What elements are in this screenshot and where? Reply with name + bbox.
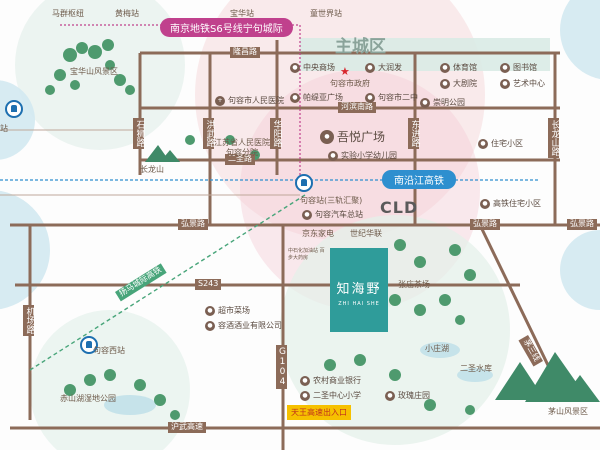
poi-chaoshi: ●超市菜场: [205, 305, 250, 316]
metro-s6-line: [60, 24, 301, 175]
market-icon: ●: [205, 305, 215, 316]
poi-chongming: ●崇明公园: [420, 97, 465, 108]
poi-darunfa: ●大润发: [365, 62, 402, 73]
cld-label: CLD: [380, 198, 419, 217]
poi-gaotie-zhuzhai: ●高铁住宅小区: [480, 198, 541, 209]
bus-icon: ●: [302, 209, 312, 220]
poi-zhongqi: 中石化加油站 百步大药房: [288, 248, 325, 261]
poi-meigui: ●玫瑰庄园: [385, 390, 430, 401]
road-g104: G104: [276, 345, 288, 389]
road-huayang: 华阳路: [270, 118, 282, 149]
baohua-bubble: [15, 0, 185, 150]
label-huangmei: 黄梅站: [115, 9, 139, 18]
road-ersheng: 二圣路: [225, 154, 255, 165]
label-tongshijie: 童世界站: [310, 9, 342, 18]
road-shishi: 石狮路: [133, 118, 145, 149]
poi-tiyuguan: ●体育馆: [440, 62, 477, 73]
road-hongjing-1: 弘景路: [178, 219, 208, 230]
poi-zhuzhai: ●住宅小区: [478, 138, 523, 149]
poi-left-station: 站: [0, 124, 8, 133]
school-icon: ●: [365, 92, 375, 103]
poi-dajuyuan: ●大剧院: [440, 78, 477, 89]
poi-tushuguan: ●图书馆: [500, 62, 537, 73]
poi-maoshan: 茅山风景区: [548, 407, 588, 416]
poi-jurong-west: 句容西站: [93, 346, 125, 355]
residence-icon: ●: [480, 198, 490, 209]
right-blue-bubble: [560, 0, 600, 79]
road-hongwu: 洪武路: [203, 118, 215, 149]
poi-shiyan: ●实验小学幼儿园: [328, 150, 397, 161]
poi-zhongyang: ●中央商场: [290, 62, 335, 73]
poi-jingdong: 京东家电: [302, 229, 334, 238]
poi-yishu: ●艺术中心: [500, 78, 545, 89]
metro-s6-banner: 南京地铁S6号线宁句城际: [160, 18, 293, 37]
supermarket-icon: ●: [365, 62, 375, 73]
poi-chishan: 赤山湖湿地公园: [60, 394, 116, 403]
poi-baohua: 宝华山风景区: [70, 67, 118, 76]
main-city-label: 主城区: [335, 37, 386, 57]
left-station-icon: [5, 100, 23, 118]
library-icon: ●: [500, 62, 510, 73]
garden-icon: ●: [385, 390, 395, 401]
mall-icon: ●: [290, 62, 300, 73]
project-name: 知海野: [336, 282, 382, 297]
road-hongjing-3: 弘景路: [567, 219, 597, 230]
poi-erzhong-xiao: ●二圣中心小学: [300, 390, 361, 401]
left-blue-bubble: [0, 190, 50, 310]
road-hebin: 河滨南路: [338, 102, 376, 113]
plaza-icon: ●: [320, 129, 334, 144]
poi-erzhong-water: 二圣水库: [460, 364, 492, 373]
park-icon: ●: [420, 97, 430, 108]
road-longchang: 隆昌路: [230, 47, 260, 58]
jurong-station-icon: [295, 174, 313, 192]
mountains: [145, 145, 600, 402]
road-hongjing-2: 弘景路: [470, 219, 500, 230]
school-icon: ●: [328, 150, 338, 161]
poi-wuyue: ●吾悦广场: [320, 128, 385, 145]
hsr-banner: 南沿江高铁: [382, 170, 456, 189]
poi-jurong-station: 句容站(三轨汇聚): [300, 196, 363, 205]
poi-zhangmiao: 张庙茶场: [398, 280, 430, 289]
art-icon: ●: [500, 78, 510, 89]
stadium-icon: ●: [440, 62, 450, 73]
theater-icon: ●: [440, 78, 450, 89]
project-zhihaishe[interactable]: 知海野 ZHI HAI SHE: [330, 248, 388, 332]
poi-qiche: ●句容汽车总站: [302, 209, 363, 220]
poi-xiaozhuhu: 小庄湖: [425, 344, 449, 353]
school-icon: ●: [300, 390, 310, 401]
poi-palace: ●帕缇亚广场: [290, 92, 343, 103]
right-blue-bubble-2: [560, 230, 600, 310]
plaza-icon: ●: [290, 92, 300, 103]
poi-hospital1: +句容市人民医院: [215, 95, 284, 106]
bank-icon: ●: [300, 375, 310, 386]
yangma-rail-line: [29, 194, 306, 371]
road-s243: S243: [195, 279, 222, 290]
poi-changlongshan: 长龙山: [140, 165, 164, 174]
residence-icon: ●: [478, 138, 488, 149]
label-baohua-station: 宝华站: [230, 9, 254, 18]
factory-icon: ●: [205, 320, 215, 331]
road-changlongshan: 长龙山路: [548, 118, 560, 158]
poi-gov: 句容市政府: [330, 79, 370, 88]
gov-star-icon: ★: [340, 65, 350, 78]
hospital-icon: +: [215, 95, 225, 106]
poi-shiji: 世纪华联: [350, 229, 382, 238]
poi-rongjiu: ●容酒酒业有限公司: [205, 320, 282, 331]
label-maqun: 马群枢纽: [52, 9, 84, 18]
road-jichang: 机场路: [23, 305, 35, 336]
poi-hospital2: 江苏省人民医院 句容分院: [214, 138, 270, 157]
road-huwu: 沪武高速: [168, 422, 206, 433]
road-dongjin: 东进路: [408, 118, 420, 149]
project-pinyin: ZHI HAI SHE: [338, 301, 380, 307]
tree-clusters: [45, 39, 476, 420]
expressway-exit-banner: 天王高速出入口: [287, 405, 351, 420]
poi-nongcun: ●农村商业银行: [300, 375, 361, 386]
poi-school2: ●句容市二中: [365, 92, 418, 103]
jurong-west-station-icon: [80, 336, 98, 354]
